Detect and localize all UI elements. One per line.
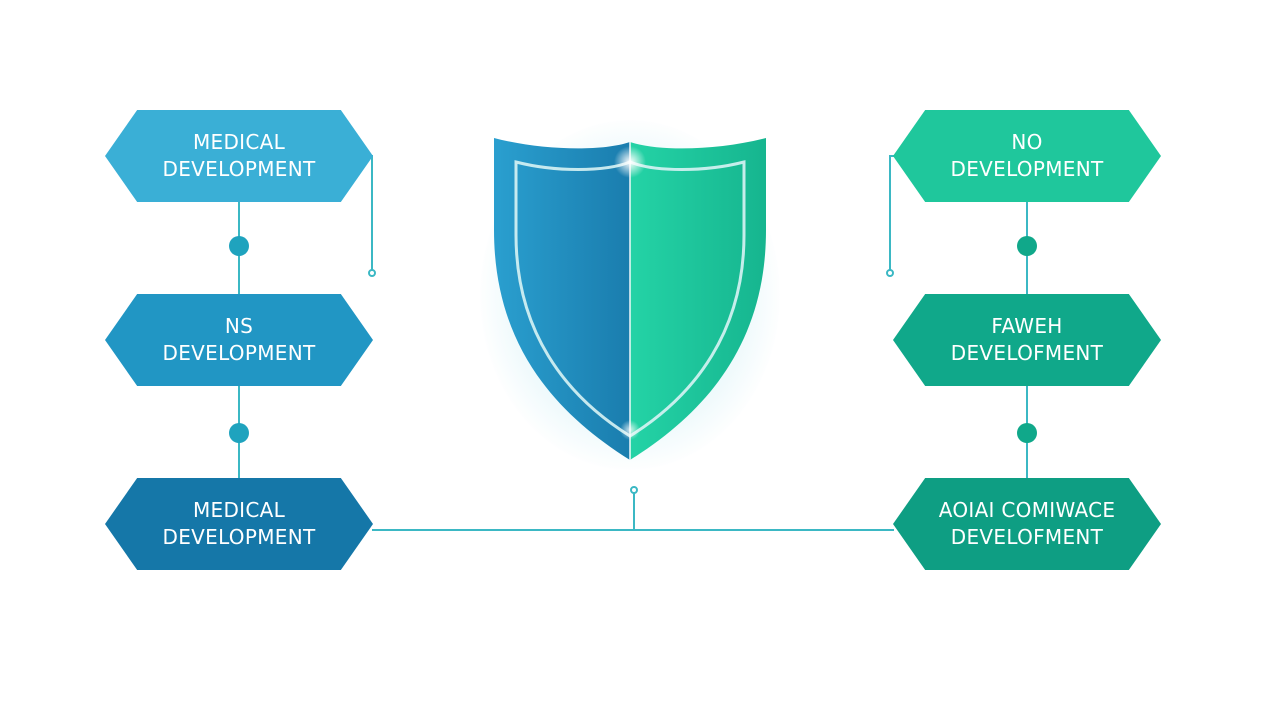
shield-icon	[494, 138, 766, 460]
right-node-2-line1: FAWEH	[991, 314, 1063, 338]
shield-left-half	[494, 138, 630, 460]
shield-sparkle	[614, 146, 646, 178]
node-dot-left-1	[229, 236, 249, 256]
right-node-3-line1: AOIAI COMIWACE	[938, 498, 1116, 522]
left-node-3: MEDICAL DEVELOPMENT	[105, 478, 373, 570]
right-node-3: AOIAI COMIWACE DEVELOFMENT	[893, 478, 1161, 570]
left-node-3-line2: DEVELOPMENT	[162, 525, 316, 549]
node-dot-right-2	[1017, 423, 1037, 443]
right-node-2: FAWEH DEVELOFMENT	[893, 294, 1161, 386]
right-node-3-line2: DEVELOFMENT	[950, 525, 1104, 549]
node-dot-right-1	[1017, 236, 1037, 256]
node-dot-left-2	[229, 423, 249, 443]
left-node-1-line1: MEDICAL	[192, 130, 286, 154]
left-node-1-line2: DEVELOPMENT	[162, 157, 316, 181]
right-node-1-line1: NO	[1011, 130, 1043, 154]
endpoint-right	[886, 269, 894, 277]
right-node-2-line2: DEVELOFMENT	[950, 341, 1104, 365]
endpoint-left	[368, 269, 376, 277]
shield-right-half	[630, 138, 766, 460]
left-node-3-line1: MEDICAL	[192, 498, 286, 522]
center-shield	[460, 110, 800, 480]
endpoint-shield	[630, 486, 638, 494]
left-node-2: NS DEVELOPMENT	[105, 294, 373, 386]
left-node-1: MEDICAL DEVELOPMENT	[105, 110, 373, 202]
left-node-2-line1: NS	[224, 314, 254, 338]
right-node-1: NO DEVELOPMENT	[893, 110, 1161, 202]
right-node-1-line2: DEVELOPMENT	[950, 157, 1104, 181]
left-node-2-line2: DEVELOPMENT	[162, 341, 316, 365]
